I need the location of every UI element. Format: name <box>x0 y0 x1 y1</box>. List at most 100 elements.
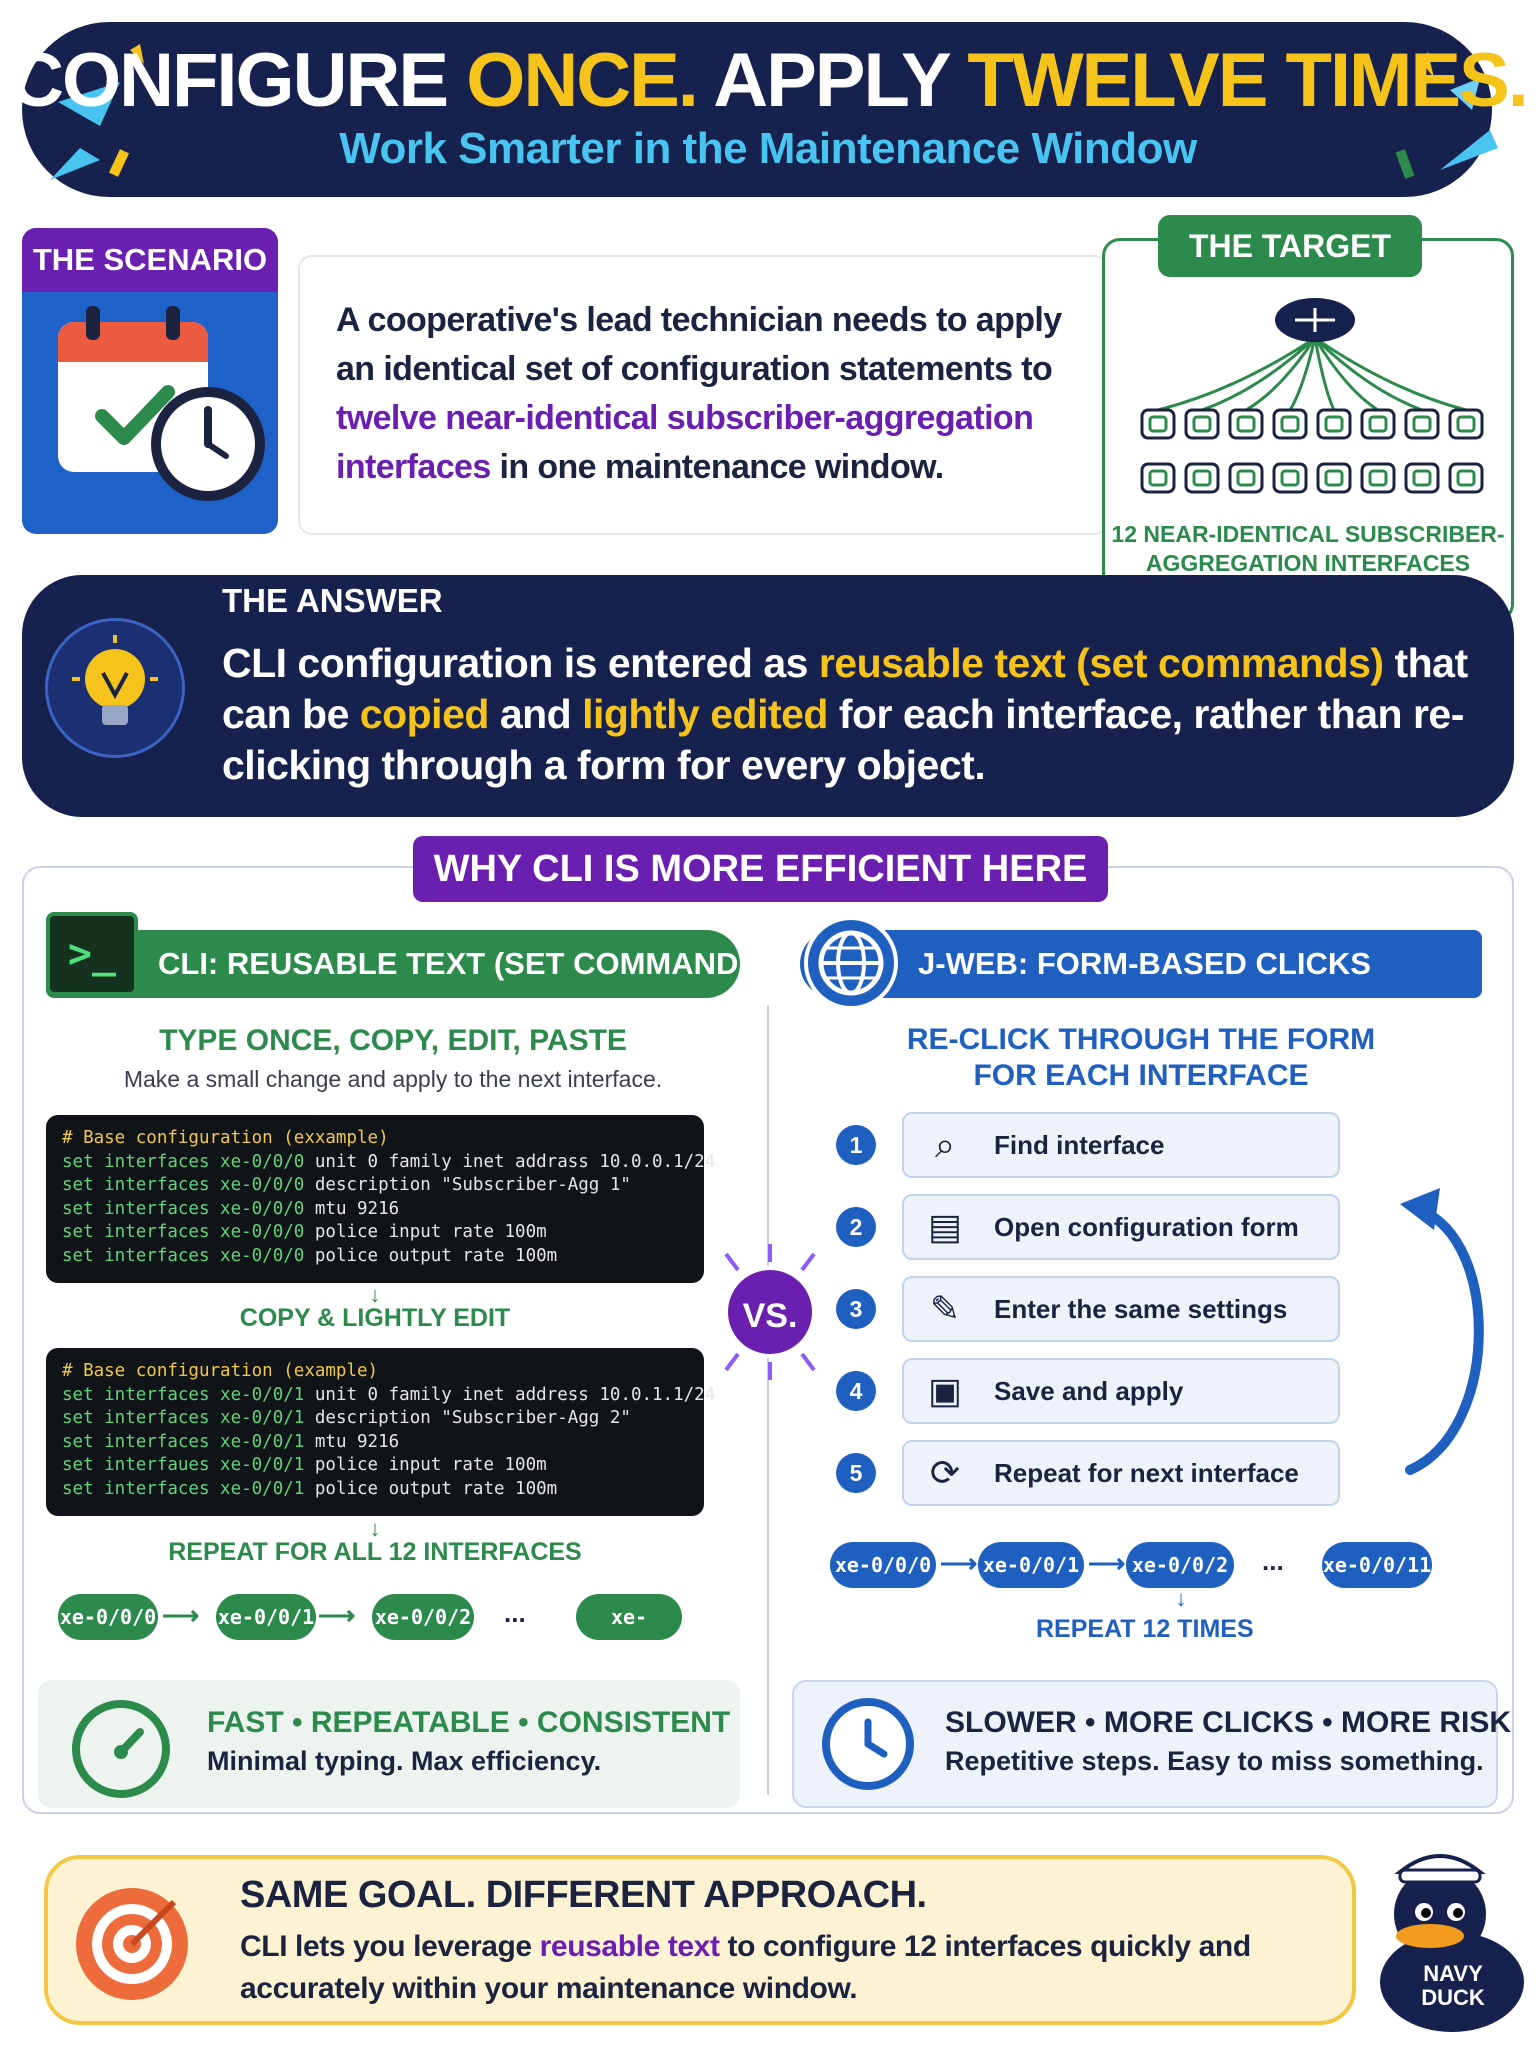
arrow-down-icon: ↓ <box>369 1516 381 1541</box>
comparison-heading: WHY CLI IS MORE EFFICIENT HERE <box>413 836 1108 902</box>
ellipsis: ... <box>504 1598 526 1628</box>
step-label: Open configuration form <box>994 1212 1299 1242</box>
bullseye-icon <box>76 1888 188 2000</box>
ellipsis: ... <box>1262 1546 1284 1576</box>
interface-port-icon <box>1228 408 1264 440</box>
network-topology-diagram <box>1140 298 1484 494</box>
vs-burst-decoration <box>724 1244 816 1380</box>
conclusion-title: SAME GOAL. DIFFERENT APPROACH. <box>240 1874 927 1916</box>
interface-port-icon <box>1404 408 1440 440</box>
answer-tag: THE ANSWER <box>222 582 443 619</box>
interface-pill: xe-0/0/1 <box>978 1542 1084 1588</box>
interface-port-inner <box>1368 415 1388 433</box>
clock-icon <box>822 1698 914 1790</box>
scenario-tag: THE SCENARIO <box>22 228 278 292</box>
versus-badge: VS. <box>724 1266 816 1358</box>
conclusion-text: CLI lets you leverage reusable text to c… <box>240 1930 1251 2005</box>
interface-port-inner <box>1280 415 1300 433</box>
interface-port-icon <box>1360 462 1396 494</box>
globe-icon <box>804 916 898 1010</box>
interface-port-inner <box>1456 469 1476 487</box>
topology-link <box>1314 336 1467 412</box>
step-card <box>902 1194 1340 1260</box>
cli-heading: CLI: REUSABLE TEXT (SET COMMANDS) <box>158 946 770 981</box>
code-line: set interfaces xe-0/0/1 police output ra… <box>62 1478 558 1499</box>
target-caption: 12 NEAR-IDENTICAL SUBSCRIBER-AGGREGATION… <box>1111 521 1505 576</box>
document-icon: ▤ <box>927 1206 962 1247</box>
interface-port-icon <box>1140 408 1176 440</box>
interface-port-icon <box>1448 408 1484 440</box>
interface-port-icon <box>1360 408 1396 440</box>
confetti-left-decoration <box>50 44 144 180</box>
step-number: 5 <box>836 1453 876 1493</box>
cli-summary-text: Minimal typing. Max efficiency. <box>207 1746 602 1776</box>
router-symbol <box>1295 308 1335 332</box>
arrow-right-icon: ⟶ <box>318 1600 356 1630</box>
interface-port-icon <box>1140 462 1176 494</box>
topology-link <box>1313 336 1423 412</box>
topology-link <box>1313 337 1379 412</box>
jweb-header-bar <box>800 930 1482 998</box>
code-line: set interfaces xe-0/0/0 police output ra… <box>62 1245 558 1266</box>
interface-port-icon <box>1404 462 1440 494</box>
interface-port-inner <box>1456 415 1476 433</box>
code-line: # Base configuration (example) <box>62 1361 379 1381</box>
interface-port-icon <box>1448 462 1484 494</box>
interface-port-icon <box>1316 462 1352 494</box>
interface-port-icon <box>1272 408 1308 440</box>
confetti-right-decoration <box>1395 52 1498 179</box>
interface-pill: xe-0/0/2 <box>1126 1542 1234 1588</box>
topology-link <box>1157 336 1316 412</box>
topology-link <box>1245 337 1317 412</box>
code-line: set interfaces xe-0/0/1 mtu 9216 <box>62 1431 400 1452</box>
page-title: CONFIGURE ONCE. APPLY TWELVE TIMES. <box>9 38 1529 123</box>
interface-port-inner <box>1236 469 1256 487</box>
arrow-down-icon: ↓ <box>1175 1586 1187 1611</box>
interface-port-icon <box>1228 462 1264 494</box>
step-label: Enter the same settings <box>994 1294 1288 1324</box>
cli-subheading: TYPE ONCE, COPY, EDIT, PASTE <box>159 1024 627 1057</box>
code-line: set interfaces xe-0/0/0 mtu 9216 <box>62 1198 400 1219</box>
interface-port-inner <box>1148 415 1168 433</box>
repeat-all-label: REPEAT FOR ALL 12 INTERFACES <box>168 1538 582 1566</box>
jweb-summary-text: Repetitive steps. Easy to miss something… <box>945 1746 1484 1776</box>
step-label: Save and apply <box>994 1376 1184 1406</box>
code-line: set interfaces xe-0/0/1 description "Sub… <box>62 1408 631 1428</box>
step-number: 3 <box>836 1289 876 1329</box>
interface-port-inner <box>1236 415 1256 433</box>
pencil-icon: ✎ <box>929 1288 961 1329</box>
repeat-12-label: REPEAT 12 TIMES <box>1036 1615 1254 1643</box>
interface-pill: xe-0/0/1 <box>216 1594 316 1640</box>
jweb-heading: J-WEB: FORM-BASED CLICKS <box>918 946 1371 981</box>
interface-port-inner <box>1368 469 1388 487</box>
step-label: Find interface <box>994 1130 1165 1160</box>
navy-duck-mascot <box>1380 1854 1524 2032</box>
header-banner <box>22 22 1492 197</box>
scenario-description: A cooperative's lead technician needs to… <box>336 301 1062 486</box>
speedometer-icon <box>72 1700 170 1798</box>
step-card <box>902 1276 1340 1342</box>
interface-port-inner <box>1148 469 1168 487</box>
arrow-right-icon: ⟶ <box>940 1548 978 1578</box>
step-number: 2 <box>836 1207 876 1247</box>
search-icon: ⌕ <box>934 1124 956 1165</box>
code-line: set interfaces xe-0/0/1 unit 0 family in… <box>62 1384 716 1405</box>
code-line: set interfaces xe-0/0/0 police input rat… <box>62 1222 547 1242</box>
interface-port-inner <box>1280 469 1300 487</box>
save-icon: ▣ <box>927 1370 962 1411</box>
interface-port-icon <box>1184 408 1220 440</box>
code-block-base: # Base configuration (exxample) set inter… <box>46 1115 715 1283</box>
interface-port-inner <box>1192 469 1212 487</box>
page-subtitle: Work Smarter in the Maintenance Window <box>339 124 1197 173</box>
code-line: # Base configuration (exxample) <box>62 1128 389 1148</box>
interface-port-inner <box>1412 469 1432 487</box>
step-number: 4 <box>836 1371 876 1411</box>
refresh-icon: ⟳ <box>929 1452 961 1493</box>
step-card <box>902 1440 1340 1506</box>
jweb-summary-title: SLOWER • MORE CLICKS • MORE RISK <box>945 1706 1512 1739</box>
step-label: Repeat for next interface <box>994 1458 1299 1488</box>
step-number: 1 <box>836 1125 876 1165</box>
interface-port-icon <box>1316 408 1352 440</box>
interface-port-inner <box>1324 469 1344 487</box>
